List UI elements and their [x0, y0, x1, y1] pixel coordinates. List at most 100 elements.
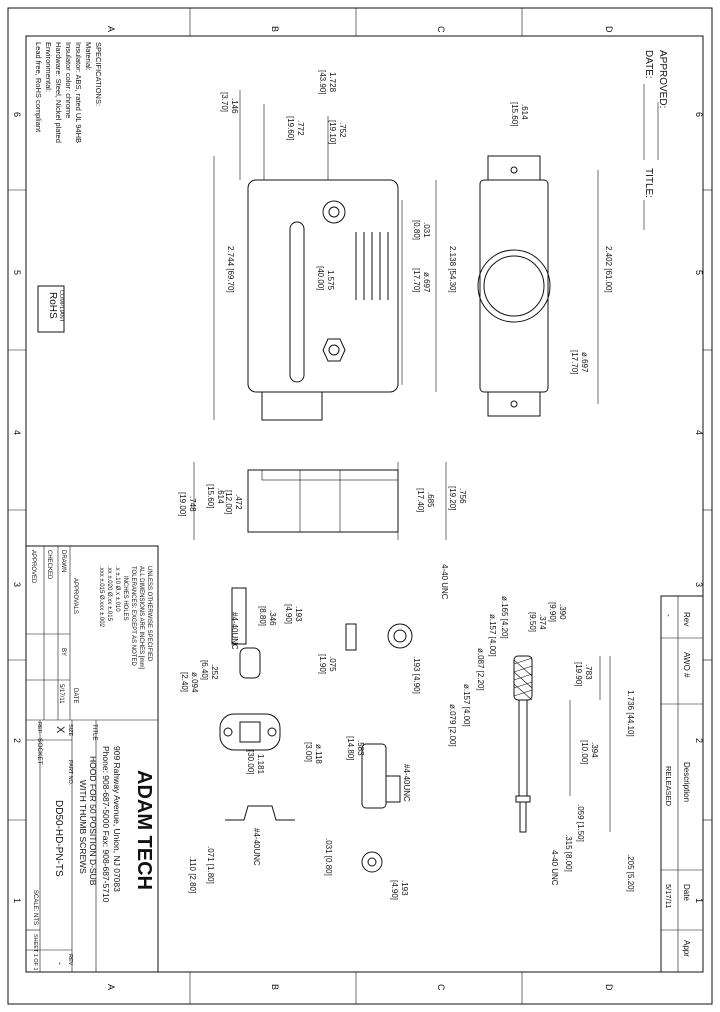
- dim-157: ø.157 [4.00]: [488, 614, 497, 657]
- dim-697-mm: [17.70]: [412, 268, 421, 292]
- zone-number-left-6: 6: [12, 112, 22, 117]
- clip-part: [225, 805, 295, 821]
- zone-number-left-2: 2: [12, 738, 22, 743]
- dim-697b-mm: [17.70]: [570, 350, 579, 374]
- dim-146-mm: [3.70]: [220, 92, 229, 112]
- rohs-compliant: COMPLIANT: [58, 290, 64, 323]
- rev-header-rev: Rev: [682, 612, 691, 626]
- zone-number-right-5: 5: [694, 270, 704, 275]
- dim-031: .031: [422, 222, 431, 238]
- spec-line-6: Lead free, RoHS compliant: [34, 42, 43, 133]
- dim-2402: 2.402 [61.00]: [604, 246, 613, 293]
- tol-line-2: TOLERANCES: EXCEPT AS NOTED: [130, 566, 136, 666]
- dim-071: .071 [1.80]: [206, 846, 215, 884]
- dim-697b: ø.697: [580, 352, 589, 373]
- dim-094-mm: [2.40]: [180, 672, 189, 692]
- approvals-header: APPROVALS: [72, 578, 78, 614]
- dim-685: .685: [426, 492, 435, 508]
- hood-profile-view: [247, 462, 399, 540]
- tol-line-6: .xxx ±.015 Ø.xxx ±.002: [98, 566, 104, 628]
- inner-border: [25, 35, 704, 973]
- dim-110: .110 [2.80]: [188, 856, 197, 893]
- rev-row-rev: -: [664, 614, 673, 617]
- zone-letter-top-D: D: [604, 26, 614, 33]
- dim-346-mm: [8.80]: [258, 606, 267, 626]
- dim-614: .614: [520, 104, 529, 120]
- by-header: BY: [60, 648, 66, 656]
- dim-1736: 1.736 [44.10]: [626, 690, 635, 737]
- pin-part: [361, 743, 401, 809]
- zone-ticks: [8, 8, 712, 1004]
- note-440-e: 4-40 UNC: [550, 850, 559, 886]
- sheet-value: SHEET 1 OF 1: [32, 934, 38, 971]
- dim-394: .394: [590, 742, 599, 758]
- zone-number-right-6: 6: [694, 112, 704, 117]
- dim-2138: 2.138 [54.30]: [448, 246, 457, 293]
- outer-border: [7, 7, 713, 1005]
- dim-390: .390: [558, 604, 567, 620]
- screw-side-part: [231, 587, 261, 679]
- dim-157b: ø.157 [4.00]: [462, 684, 471, 727]
- company-name: ADAM TECH: [133, 770, 155, 890]
- specifications: SPECIFICATIONS: Material: Insulator: ABS…: [34, 42, 103, 143]
- hood-side-view: [247, 179, 403, 421]
- zone-number-left-4: 4: [12, 430, 22, 435]
- rev-header-awo: AWO #: [682, 652, 691, 678]
- dimension-lines: [193, 90, 611, 832]
- dim-087: ø.087 [2.20]: [476, 648, 485, 691]
- lock-nut-part: [361, 851, 383, 873]
- dim-193c: .193: [400, 880, 409, 896]
- zone-number-right-4: 4: [694, 430, 704, 435]
- dim-1728-mm: [43.90]: [318, 70, 327, 94]
- tol-line-1: ALL DIMENSIONS ARE INCHES [mm]: [138, 566, 144, 669]
- tol-line-5: .xx ±.020 Ø.xx ±.015: [106, 566, 112, 622]
- rev-row-date: 5/17/11: [664, 884, 673, 908]
- dim-752-mm: [19.10]: [328, 120, 337, 144]
- dim-783-mm: [19.90]: [574, 662, 583, 686]
- dim-205: .205 [5.20]: [626, 854, 635, 892]
- spec-line-5: Environmental:: [44, 42, 53, 92]
- dim-252-mm: [6.40]: [200, 660, 209, 680]
- zone-number-right-2: 2: [694, 738, 704, 743]
- dim-1575: 1.575: [326, 270, 335, 291]
- dim-031b: .031 [0.80]: [324, 838, 333, 876]
- scale-value: SCALE: NTS: [32, 890, 38, 925]
- rev-row-description: RELEASED: [664, 766, 673, 807]
- size-label: SIZE: [67, 724, 73, 737]
- dim-614-mm: [15.60]: [510, 102, 519, 126]
- dim-146: .146: [230, 98, 239, 114]
- tol-line-3: INCHES HOLES: [122, 576, 128, 621]
- bracket-part: [219, 713, 281, 751]
- dim-748: .748: [188, 496, 197, 512]
- zone-number-right-3: 3: [694, 582, 704, 587]
- dim-685-mm: [17.40]: [416, 488, 425, 512]
- tol-line-4: .x ±.10 Ø.x ±.010: [114, 566, 120, 612]
- dim-752: .752: [338, 122, 347, 138]
- rev-label: REV: [67, 954, 73, 966]
- dim-118-mm: [3.00]: [304, 742, 313, 762]
- dim-193: .193: [294, 606, 303, 622]
- approval-block: APPROVED: DATE: TITLE:: [643, 50, 668, 230]
- dim-193b: .193 [4.90]: [412, 656, 421, 694]
- rev-header-date: Date: [682, 884, 691, 901]
- spec-line-1: Material:: [84, 42, 93, 71]
- zone-number-left-1: 1: [12, 898, 22, 903]
- ref-value: SOCKET: [36, 738, 43, 765]
- spec-line-0: SPECIFICATIONS:: [94, 42, 103, 106]
- dim-390-mm: [9.90]: [548, 602, 557, 622]
- dim-346: .346: [268, 610, 277, 626]
- dim-614b-mm: [15.60]: [206, 484, 215, 508]
- dim-059: .059 [1.50]: [576, 804, 585, 842]
- zone-letter-top-C: C: [436, 26, 446, 33]
- dim-2744: 2.744 [69.70]: [226, 246, 235, 293]
- dim-031-mm: [0.80]: [412, 220, 421, 240]
- revision-block: Rev AWO # Description Date Appr - RELEAS…: [660, 595, 704, 973]
- title-label: TITLE:: [643, 168, 654, 198]
- dim-1728: 1.728: [328, 72, 337, 93]
- dim-472: .472: [234, 494, 243, 510]
- dim-193-mm: [4.90]: [284, 604, 293, 624]
- dim-1181: 1.181: [256, 754, 265, 775]
- dim-193c-mm: [4.90]: [390, 880, 399, 900]
